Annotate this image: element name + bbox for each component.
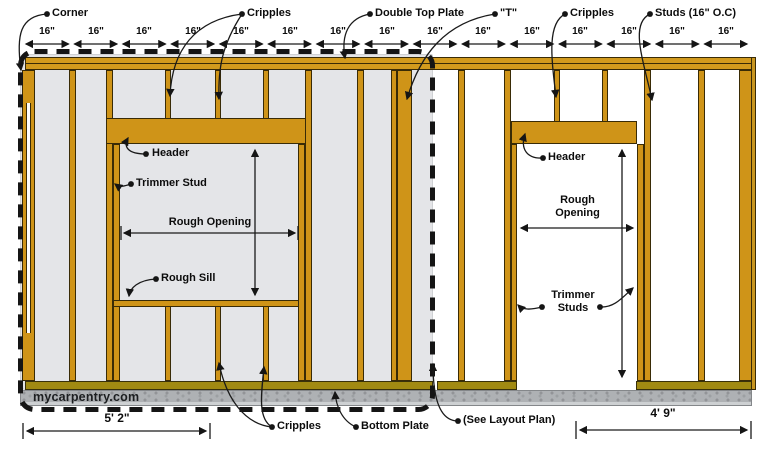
bottom-plate-label: Bottom Plate xyxy=(361,420,429,432)
top-plate-lower xyxy=(25,63,756,70)
door-top-cripple xyxy=(554,70,560,122)
studs-16oc-label: Studs (16" O.C) xyxy=(655,7,737,19)
dim-16-label: 16" xyxy=(475,26,491,37)
stud xyxy=(357,70,364,381)
door-rough-opening-line2: Opening xyxy=(555,207,600,219)
dim-16-label: 16" xyxy=(524,26,540,37)
cripples-right-label: Cripples xyxy=(570,7,615,19)
dim-16-label: 16" xyxy=(185,26,201,37)
window-header-label: Header xyxy=(152,147,190,159)
right-wall-width-dim: 4' 9" xyxy=(650,406,676,420)
window-top-cripple xyxy=(165,70,171,119)
door-king-stud-right xyxy=(644,70,651,381)
window-header xyxy=(106,118,312,144)
rough-sill xyxy=(113,300,305,307)
window-bottom-cripple xyxy=(263,306,269,381)
left-wall-width-dim: 5' 2" xyxy=(104,411,130,425)
window-top-cripple xyxy=(215,70,221,119)
door-king-stud-left xyxy=(504,70,511,381)
dim-16-label: 16" xyxy=(669,26,685,37)
dim-16-label: 16" xyxy=(330,26,346,37)
bottom-plate-right-wall-a xyxy=(437,381,517,390)
cripples-left-label: Cripples xyxy=(247,7,292,19)
corner-stud-gap xyxy=(26,103,31,333)
stud xyxy=(458,70,465,381)
dim-16-label: 16" xyxy=(233,26,249,37)
door-trimmer-stud-right xyxy=(637,144,644,381)
t-label: "T" xyxy=(500,7,518,19)
window-king-stud-left xyxy=(106,70,113,381)
trimmer-studs-line1: Trimmer xyxy=(551,289,595,301)
stud xyxy=(698,70,705,381)
dim-16-label: 16" xyxy=(39,26,55,37)
door-header xyxy=(511,121,637,144)
window-trimmer-stud-right xyxy=(298,144,305,381)
double-top-plate-label: Double Top Plate xyxy=(375,7,465,19)
door-top-cripple xyxy=(602,70,608,122)
t-stud-wide xyxy=(397,70,412,381)
rough-sill-label: Rough Sill xyxy=(161,272,216,284)
dim-16-label: 16" xyxy=(718,26,734,37)
window-trimmer-stud-left xyxy=(113,144,120,381)
window-top-cripple xyxy=(263,70,269,119)
door-rough-opening-line1: Rough xyxy=(560,194,595,206)
bottom-plate-right-wall-b xyxy=(636,381,752,390)
door-trimmer-stud-left xyxy=(511,144,517,381)
stud xyxy=(69,70,76,381)
dim-16-label: 16" xyxy=(572,26,588,37)
dim-16-label: 16" xyxy=(136,26,152,37)
window-rough-opening-label: Rough Opening xyxy=(168,216,252,228)
dim-16-label: 16" xyxy=(621,26,637,37)
dim-16-label: 16" xyxy=(427,26,443,37)
trimmer-studs-line2: Studs xyxy=(557,302,589,314)
corner-label: Corner xyxy=(52,7,89,19)
watermark: mycarpentry.com xyxy=(33,390,140,404)
window-king-stud-right xyxy=(305,70,312,381)
trimmer-stud-label: Trimmer Stud xyxy=(136,177,207,189)
see-layout-plan-label: (See Layout Plan) xyxy=(463,414,556,426)
bottom-plate-left-wall xyxy=(25,381,433,390)
door-header-label: Header xyxy=(548,151,586,163)
cripples-bottom-label: Cripples xyxy=(277,420,322,432)
window-bottom-cripple xyxy=(165,306,171,381)
wall-end-cap xyxy=(751,57,756,390)
window-bottom-cripple xyxy=(215,306,221,381)
dim-16-label: 16" xyxy=(88,26,104,37)
dim-16-label: 16" xyxy=(282,26,298,37)
dim-16-label: 16" xyxy=(379,26,395,37)
